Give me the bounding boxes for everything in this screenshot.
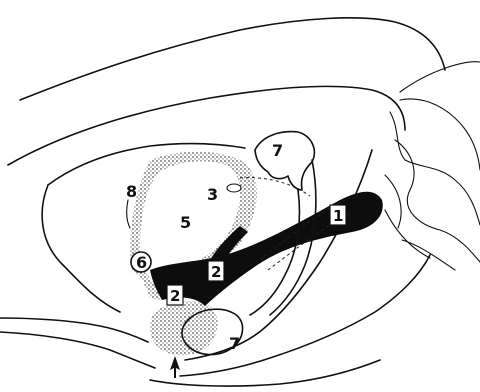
arrow-up-icon bbox=[170, 356, 180, 378]
structure-7-upper bbox=[255, 132, 314, 190]
label-8: 8 bbox=[126, 182, 137, 201]
olfactory-outline bbox=[42, 185, 120, 312]
label-7-upper: 7 bbox=[272, 141, 283, 160]
bracket-8 bbox=[127, 200, 130, 228]
cortex-outline bbox=[20, 18, 445, 100]
label-7-lower: 7 bbox=[229, 334, 240, 353]
structure-3-oval bbox=[227, 184, 241, 192]
label-3: 3 bbox=[207, 185, 218, 204]
basal-contour bbox=[0, 318, 148, 342]
label-2b: 2 bbox=[211, 263, 221, 281]
hypothalamus-contour bbox=[150, 360, 380, 386]
cerebellum-outline bbox=[385, 62, 480, 270]
fiber-tract-black bbox=[150, 192, 383, 306]
basal-contour-lower bbox=[0, 332, 155, 368]
label-6: 6 bbox=[136, 253, 147, 272]
label-5: 5 bbox=[180, 213, 191, 232]
label-2a: 2 bbox=[170, 287, 180, 305]
label-1: 1 bbox=[333, 207, 343, 225]
